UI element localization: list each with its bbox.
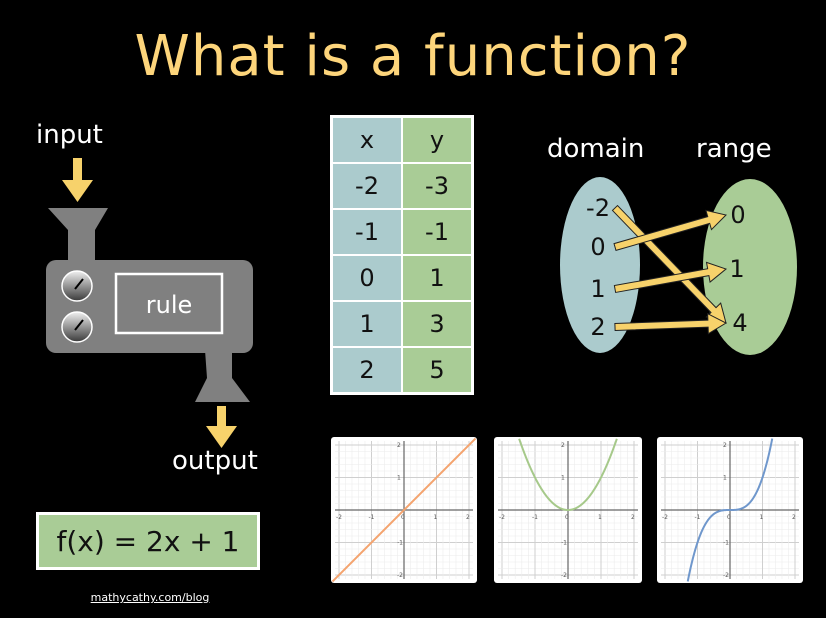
y-tick-label: 1 [723, 475, 727, 482]
x-tick-label: 0 [727, 514, 731, 521]
x-tick-label: -2 [662, 514, 668, 521]
mapping-arrow-icon [614, 312, 728, 335]
y-tick-label: 1 [397, 475, 401, 482]
x-tick-label: 2 [466, 514, 470, 521]
x-tick-label: -2 [499, 514, 505, 521]
table-cell-y: 1 [401, 254, 474, 302]
rule-label: rule [146, 291, 193, 319]
table-cell-y: -1 [401, 208, 474, 256]
domain-value: 1 [590, 275, 605, 303]
output-label: output [172, 446, 258, 476]
x-tick-label: 2 [792, 514, 796, 521]
x-tick-label: -2 [336, 514, 342, 521]
mapping-arrow-icon [613, 261, 728, 294]
mapping-diagram: -2 0 1 2 0 1 4 [560, 177, 797, 355]
graph-linear: -2 -1 0 1 2 2 1 -1 -2 [331, 437, 477, 583]
x-tick-label: 1 [434, 514, 438, 521]
table-cell-y: -3 [401, 162, 474, 210]
x-tick-label: -1 [695, 514, 701, 521]
range-value: 0 [730, 201, 745, 229]
x-tick-label: 2 [631, 514, 635, 521]
domain-label: domain [547, 134, 645, 164]
y-tick-label: -1 [561, 540, 567, 547]
output-arrow-icon [206, 406, 237, 448]
y-tick-label: 1 [561, 475, 565, 482]
equation-box: f(x) = 2x + 1 [36, 512, 260, 570]
function-machine: rule [46, 158, 253, 448]
mapping-arrow-icon [611, 204, 727, 324]
dial-icon [61, 311, 93, 343]
y-tick-label: -1 [397, 540, 403, 547]
table-row: -1-1 [330, 208, 474, 256]
x-tick-label: 1 [598, 514, 602, 521]
y-tick-label: -2 [397, 572, 403, 579]
domain-value: -2 [586, 194, 610, 222]
domain-value: 2 [590, 313, 605, 341]
table-header-y: y [401, 115, 474, 164]
equation: f(x) = 2x + 1 [56, 524, 240, 558]
graph-cubic: -2 -1 0 1 2 2 1 -1 -2 [657, 437, 803, 583]
mapping-arrow-icon [613, 209, 727, 251]
x-tick-label: 0 [401, 514, 405, 521]
dial-icon [61, 270, 93, 302]
y-tick-label: -2 [561, 572, 567, 579]
y-tick-label: 2 [561, 442, 565, 449]
table-row: -2-3 [330, 162, 474, 210]
table-cell-x: 2 [330, 346, 403, 395]
input-label: input [36, 120, 103, 150]
range-value: 1 [729, 255, 744, 283]
table-cell-y: 5 [401, 346, 474, 395]
table-cell-y: 3 [401, 300, 474, 348]
y-tick-label: -2 [723, 572, 729, 579]
page-title: What is a function? [134, 24, 692, 89]
table-header-x: x [330, 115, 403, 164]
y-tick-label: -1 [723, 540, 729, 547]
domain-value: 0 [590, 233, 605, 261]
series-line [518, 438, 618, 511]
range-oval [703, 179, 797, 355]
range-label: range [696, 134, 772, 164]
domain-oval [560, 177, 640, 353]
y-tick-label: 2 [397, 442, 401, 449]
table-cell-x: 1 [330, 300, 403, 348]
series-line [686, 438, 774, 582]
input-arrow-icon [62, 158, 93, 202]
credit-link[interactable]: mathycathy.com/blog [90, 591, 210, 604]
table-header-row: x y [330, 115, 474, 164]
x-tick-label: 1 [760, 514, 764, 521]
series-line [331, 437, 477, 583]
x-tick-label: -1 [532, 514, 538, 521]
table-cell-x: 0 [330, 254, 403, 302]
table-cell-x: -1 [330, 208, 403, 256]
table-cell-x: -2 [330, 162, 403, 210]
x-tick-label: 0 [565, 514, 569, 521]
machine-body [46, 208, 253, 402]
graph-quadratic: -2 -1 0 1 2 2 1 -1 -2 [494, 437, 642, 583]
range-value: 4 [732, 309, 747, 337]
x-tick-label: -1 [369, 514, 375, 521]
rule-box [114, 272, 224, 335]
y-tick-label: 2 [723, 442, 727, 449]
